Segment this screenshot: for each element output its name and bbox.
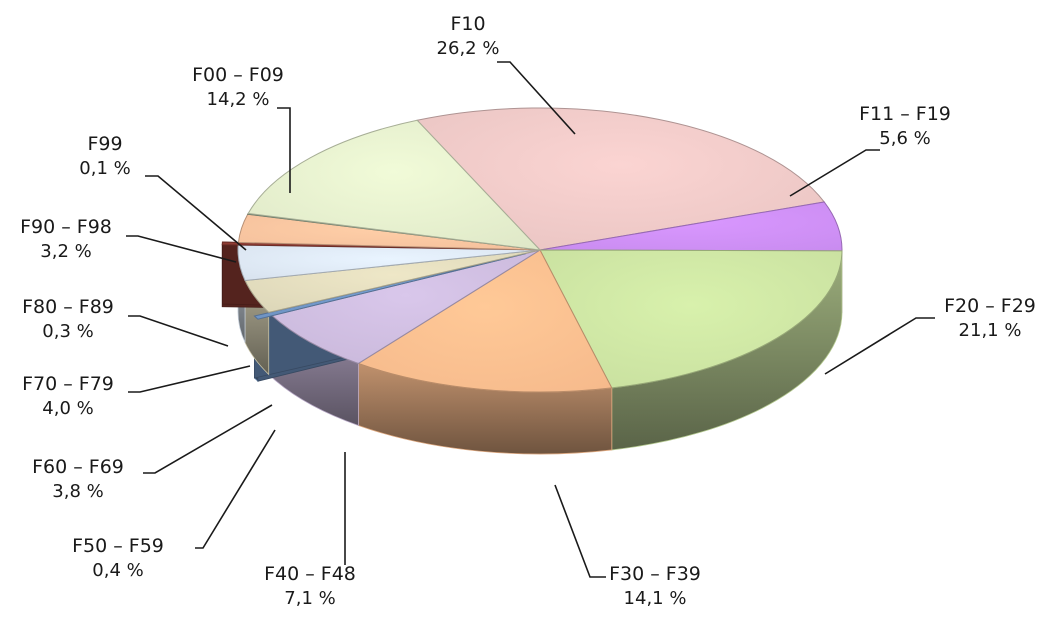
- leader-line: [128, 316, 228, 346]
- slice-value-label: 26,2 %: [437, 38, 500, 59]
- leader-line: [126, 236, 236, 262]
- slice-value-label: 21,1 %: [959, 320, 1022, 341]
- slice-value-label: 14,1 %: [624, 588, 687, 609]
- slice-value-label: 0,3 %: [42, 321, 93, 342]
- slice-value-label: 0,1 %: [79, 158, 130, 179]
- slice-label: F40 – F48: [264, 563, 356, 585]
- slice-label: F00 – F09: [192, 64, 284, 86]
- slice-value-label: 7,1 %: [284, 588, 335, 609]
- slice-label: F11 – F19: [859, 103, 951, 125]
- leader-line: [555, 485, 606, 577]
- slice-value-label: 4,0 %: [42, 398, 93, 419]
- leader-line: [128, 366, 250, 392]
- slice-label: F30 – F39: [609, 563, 701, 585]
- slice-label: F20 – F29: [944, 295, 1036, 317]
- slice-value-label: 0,4 %: [92, 560, 143, 581]
- slice-label: F70 – F79: [22, 373, 114, 395]
- leader-line: [195, 430, 275, 548]
- slice-value-label: 3,8 %: [52, 481, 103, 502]
- slice-label: F99: [87, 133, 122, 155]
- slice-value-label: 5,6 %: [879, 128, 930, 149]
- slice-value-label: 14,2 %: [207, 89, 270, 110]
- slice-label: F10: [450, 13, 485, 35]
- slice-label: F60 – F69: [32, 456, 124, 478]
- slice-label: F80 – F89: [22, 296, 114, 318]
- leader-line: [143, 405, 272, 473]
- slice-label: F90 – F98: [20, 216, 112, 238]
- slice-label: F50 – F59: [72, 535, 164, 557]
- slice-value-label: 3,2 %: [40, 241, 91, 262]
- leader-line: [145, 176, 246, 250]
- leader-line: [825, 318, 935, 374]
